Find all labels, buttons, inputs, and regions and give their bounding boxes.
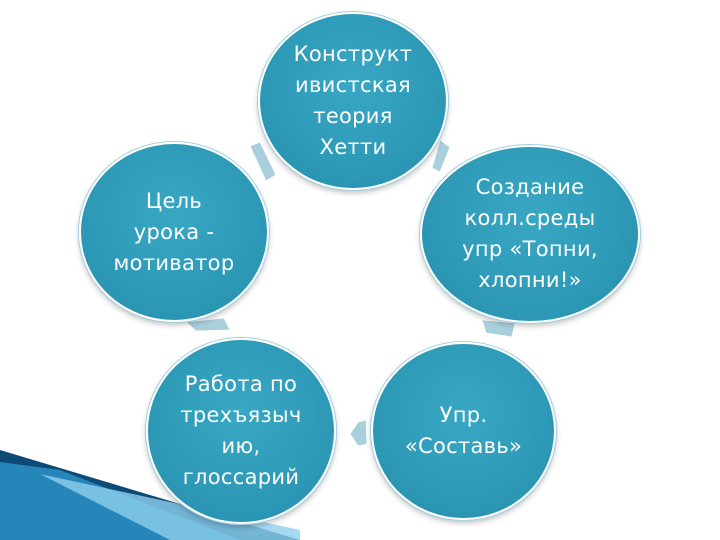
arrow-5-to-1 — [249, 141, 277, 182]
arrow-3-to-4 — [349, 419, 368, 447]
cycle-node-collaborative-environment: Создание колл.среды упр «Топни, хлопни!» — [420, 145, 640, 323]
cycle-node-compose-exercise: Упр. «Составь» — [371, 342, 556, 520]
arrow-4-to-5 — [185, 317, 231, 332]
cycle-node-trilingual-glossary: Работа по трехъязыч ию, глоссарий — [146, 338, 336, 524]
cycle-node-lesson-goal: Цель урока - мотиватор — [79, 142, 269, 322]
cycle-node-constructivist-theory: Конструкт ивистская теория Хетти — [258, 12, 448, 190]
arrow-2-to-3 — [481, 319, 516, 338]
arrow-1-to-2 — [431, 139, 451, 173]
